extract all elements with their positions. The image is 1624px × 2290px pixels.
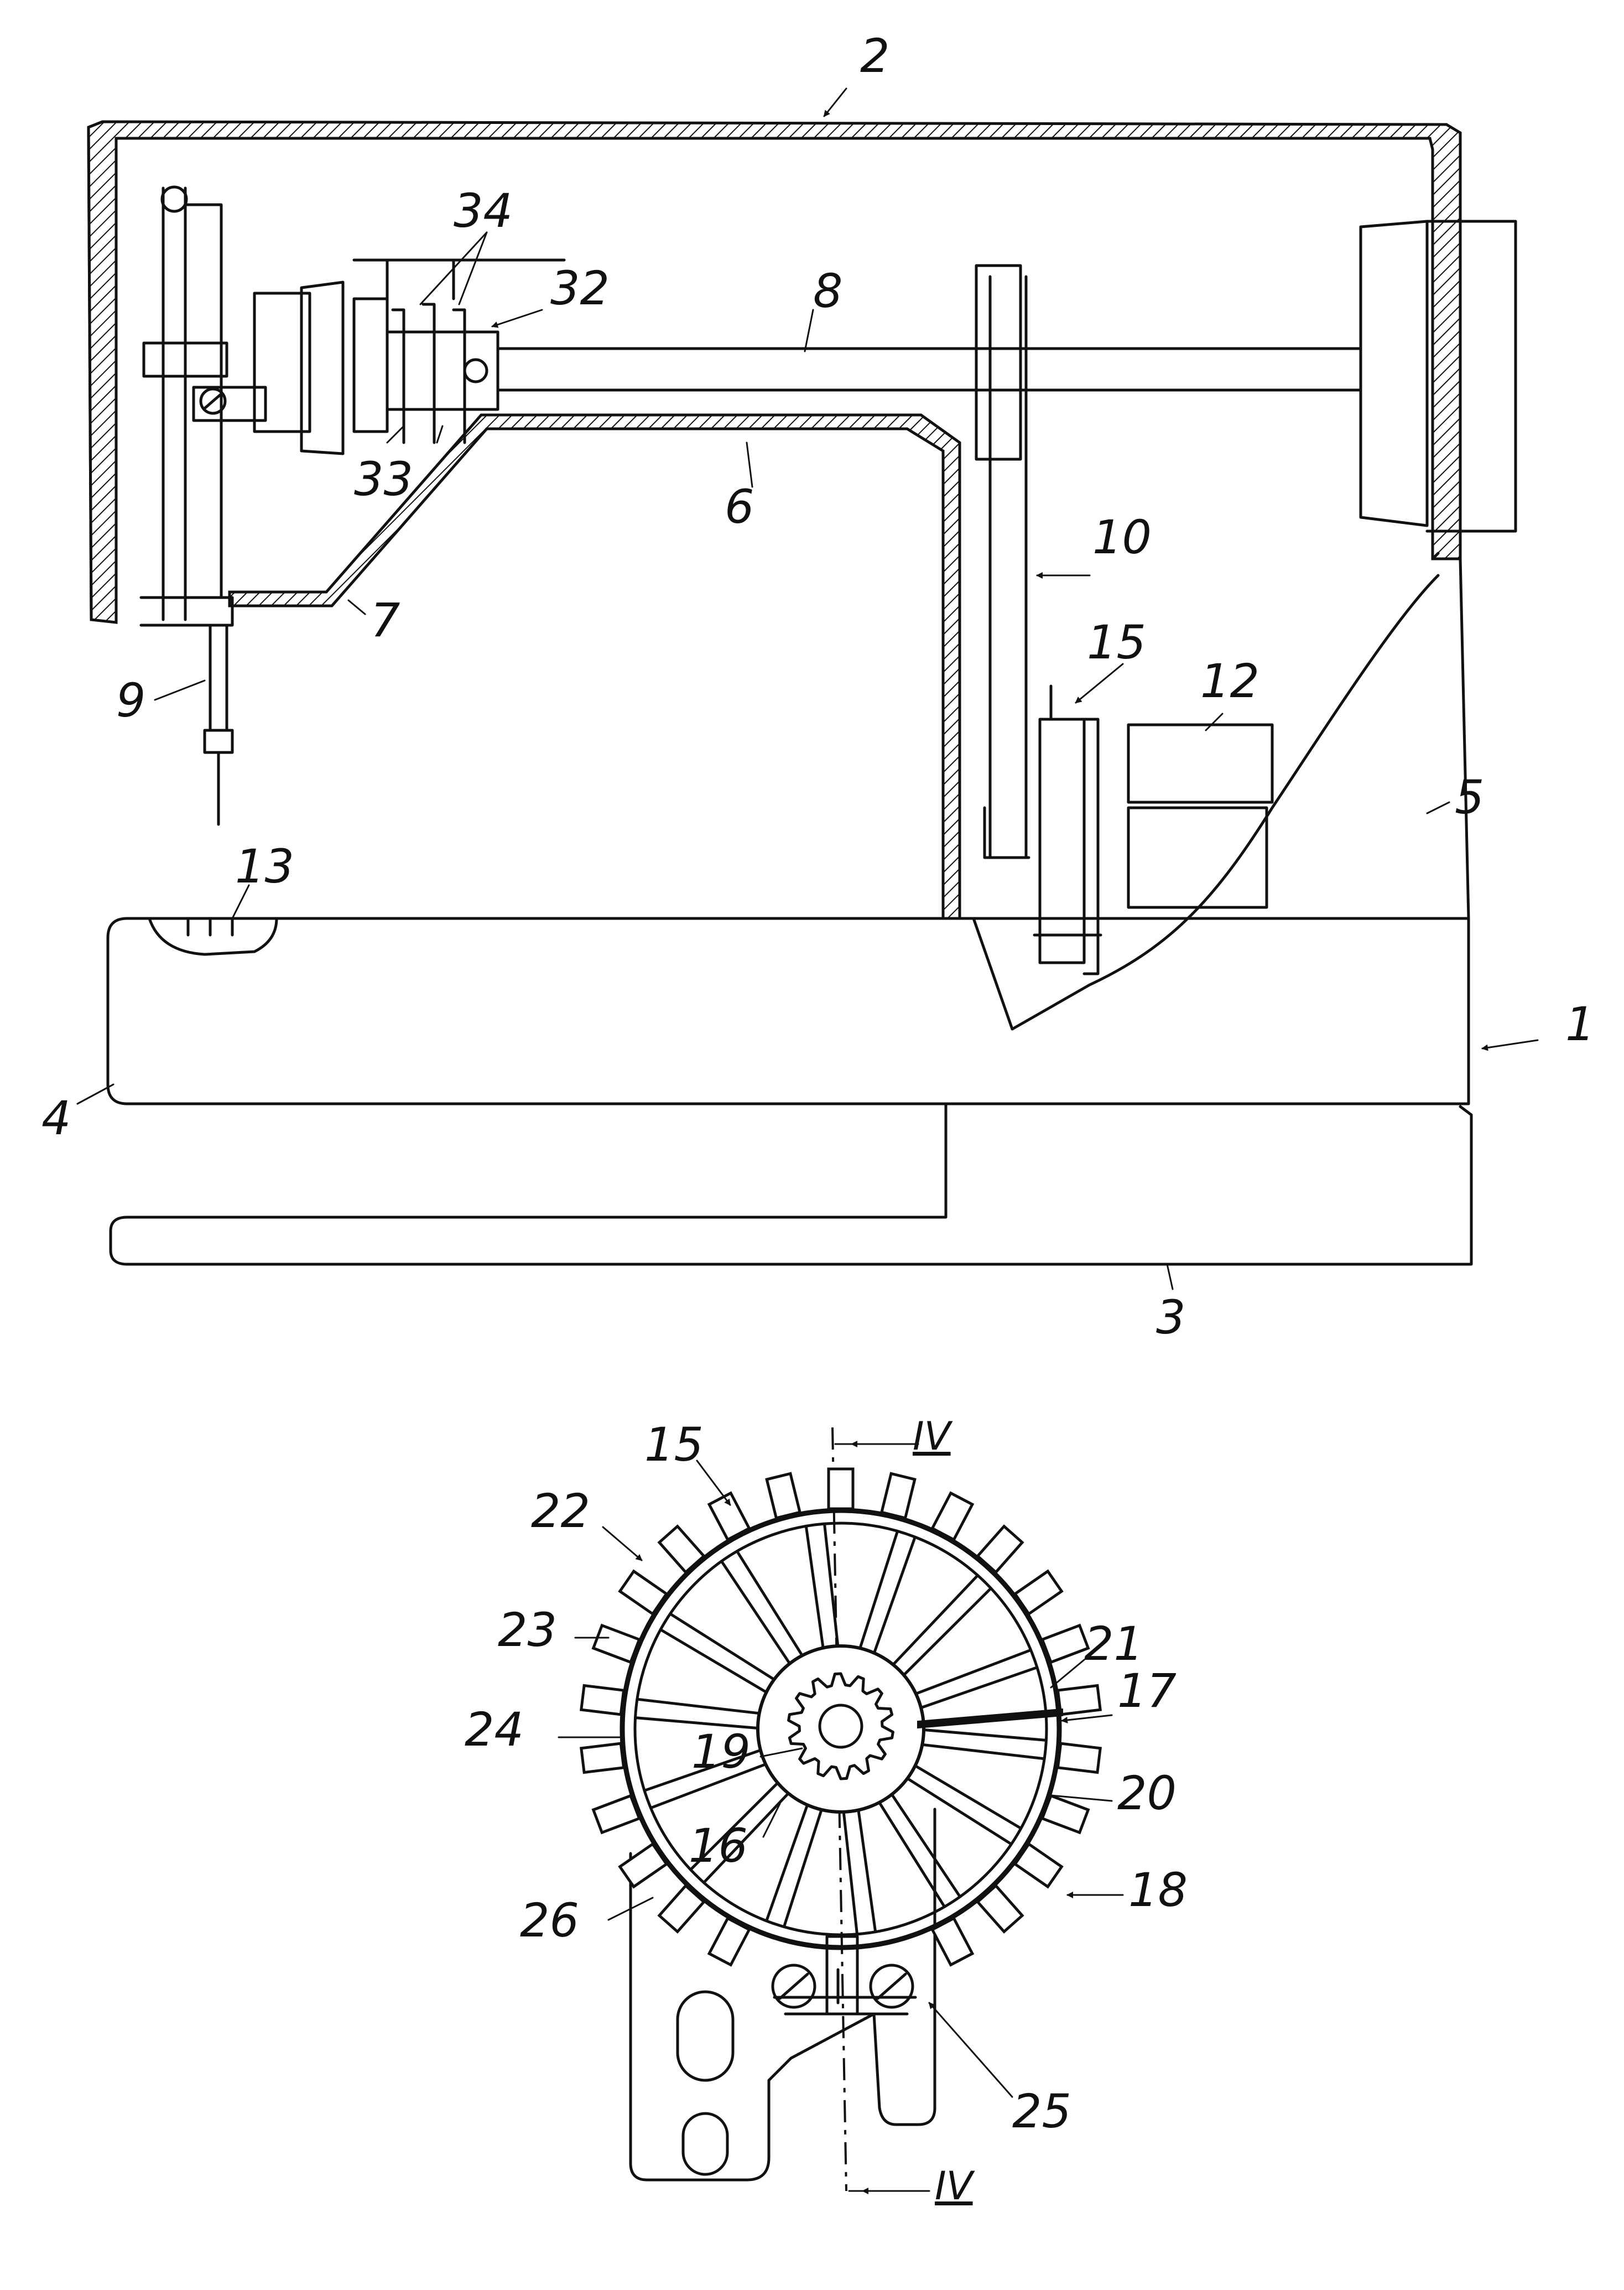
label-21: 21 — [1084, 1617, 1143, 1671]
label-33: 33 — [354, 452, 413, 506]
wheel-spoke — [860, 1531, 915, 1653]
wheel-spoke — [660, 1614, 774, 1692]
contact-tooth — [1058, 1686, 1100, 1715]
label-20: 20 — [1117, 1766, 1177, 1820]
contact-tooth — [767, 1473, 800, 1518]
label-3: 3 — [1156, 1290, 1185, 1344]
belt-pulley — [976, 266, 1026, 858]
stand — [111, 1104, 1471, 1264]
needle — [205, 625, 232, 824]
contact-tooth — [581, 1743, 624, 1772]
wheel-spoke — [922, 1730, 1046, 1759]
contact-tooth — [1042, 1626, 1088, 1663]
contact-tooth — [882, 1473, 915, 1518]
plate-slot-upper — [678, 1992, 733, 2080]
contact-tooth — [829, 1469, 853, 1509]
label-32: 32 — [550, 261, 610, 315]
plate-slot-lower — [683, 2114, 727, 2174]
label-13: 13 — [235, 839, 294, 894]
contact-tooth — [933, 1493, 972, 1540]
contact-tooth — [709, 1918, 749, 1965]
label-9: 9 — [116, 673, 145, 728]
label-2: 2 — [860, 29, 889, 83]
label-12: 12 — [1200, 654, 1259, 708]
label-15-bottom: 15 — [644, 1417, 704, 1472]
label-4: 4 — [41, 1091, 71, 1145]
contact-tooth — [581, 1686, 624, 1715]
wheel-spoke — [893, 1575, 991, 1675]
label-25: 25 — [1012, 2084, 1071, 2138]
label-34: 34 — [454, 184, 513, 238]
label-5: 5 — [1455, 770, 1484, 824]
contact-tooth — [1042, 1796, 1088, 1833]
label-8: 8 — [813, 264, 842, 318]
switch-wheel-view — [581, 1427, 1100, 2191]
contact-tooth — [594, 1796, 639, 1833]
section-label-top: IV — [913, 1414, 953, 1459]
pillar — [1433, 553, 1469, 918]
cam-screw — [465, 360, 487, 382]
sewing-machine-view — [89, 122, 1516, 1264]
housing-outline — [89, 127, 1460, 620]
label-7: 7 — [371, 593, 400, 647]
contact-tooth — [709, 1493, 749, 1540]
leaders-top — [77, 89, 1538, 1289]
wheel-spoke — [916, 1650, 1037, 1707]
bed-plate — [108, 918, 1469, 1104]
contact-tooth — [1058, 1743, 1100, 1772]
label-17: 17 — [1117, 1664, 1177, 1718]
switch-wheel-side — [1034, 686, 1101, 974]
housing-wall — [89, 122, 1460, 622]
label-6: 6 — [725, 480, 754, 534]
needle-bar-pin — [162, 187, 186, 211]
contact-tooth — [594, 1626, 639, 1663]
main-shaft — [498, 349, 1361, 390]
wheel-spoke — [879, 1794, 960, 1907]
label-23: 23 — [498, 1603, 557, 1657]
label-26: 26 — [520, 1893, 579, 1948]
label-22: 22 — [531, 1484, 590, 1538]
wheel-spoke — [721, 1551, 802, 1664]
label-10: 10 — [1092, 510, 1152, 564]
label-16: 16 — [689, 1819, 748, 1873]
wheel-spoke — [806, 1524, 838, 1648]
label-15-top: 15 — [1087, 615, 1146, 669]
wheel-spoke — [767, 1805, 822, 1926]
label-1: 1 — [1565, 997, 1595, 1051]
arm-inner-wall — [230, 415, 960, 918]
label-19: 19 — [691, 1725, 751, 1779]
feed-dog — [149, 918, 277, 954]
set-screw-slot — [205, 394, 221, 408]
crank-block — [194, 282, 343, 454]
wheel-spoke — [844, 1810, 876, 1934]
label-18: 18 — [1128, 1863, 1188, 1917]
contact-spring — [918, 1710, 1062, 1727]
cam-disc — [354, 299, 498, 432]
hub — [758, 1646, 924, 1812]
wheel-spoke — [636, 1699, 759, 1728]
section-label-bottom: IV — [935, 2163, 975, 2209]
wheel-spoke — [907, 1765, 1021, 1844]
needle-bar — [141, 188, 232, 625]
motor — [1128, 725, 1272, 907]
label-24: 24 — [465, 1702, 524, 1757]
contact-tooth — [933, 1918, 972, 1965]
